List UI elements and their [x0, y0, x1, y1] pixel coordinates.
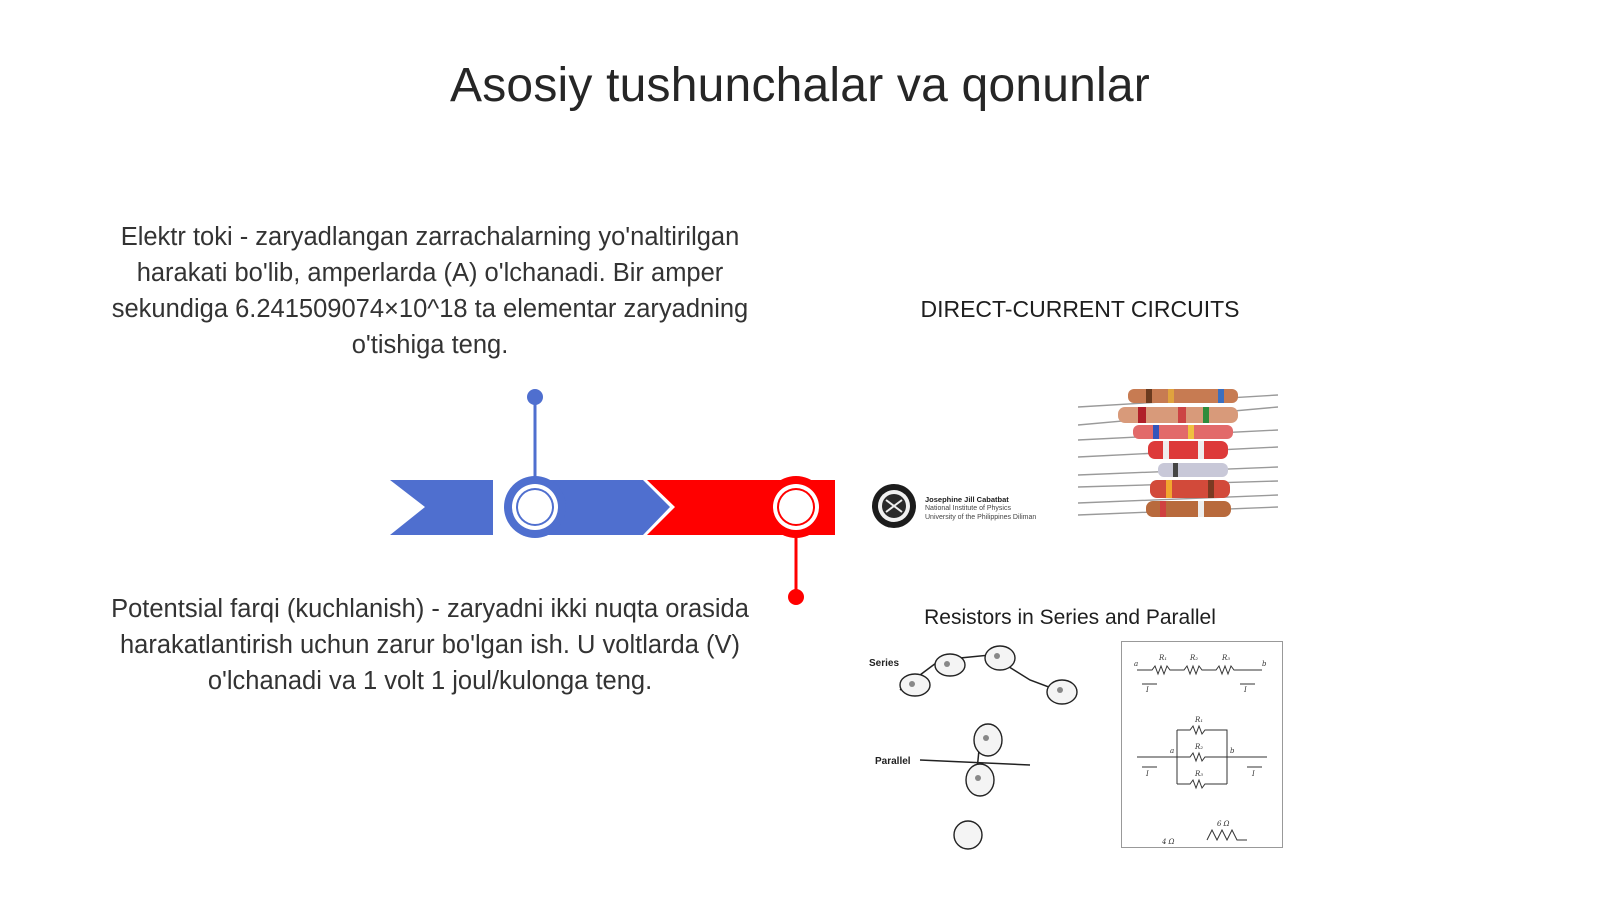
resistors-photo	[1078, 385, 1278, 570]
author-institute: National Institute of Physics	[925, 505, 1011, 512]
series-current-left: I	[1145, 686, 1149, 694]
university-seal-icon	[872, 484, 916, 528]
parallel-current-left: I	[1145, 770, 1149, 778]
series-label: Series	[869, 658, 900, 669]
series-r2-label: R₂	[1189, 654, 1198, 662]
timeline-graphic	[390, 389, 835, 605]
timeline-red-pin	[788, 589, 804, 605]
series-current-right: I	[1243, 686, 1247, 694]
parallel-r3-label: R₃	[1194, 770, 1203, 778]
ohm-6-label: 6 Ω	[1217, 820, 1230, 828]
circuit-diagram: R₁ R₂ R₃ I I a b R₁ R₂ R₃ a b I I 6 Ω 4 …	[1121, 641, 1283, 848]
series-r3-label: R₃	[1221, 654, 1230, 662]
parallel-r2-label: R₂	[1194, 743, 1203, 751]
paragraph-voltage: Potentsial farqi (kuchlanish) - zaryadni…	[111, 595, 749, 695]
parallel-b-label: b	[1230, 747, 1235, 755]
parallel-label: Parallel	[875, 756, 911, 767]
author-block: Josephine Jill Cabatbat National Institu…	[925, 495, 1036, 522]
rs-image-title: Resistors in Series and Parallel	[924, 606, 1216, 629]
parallel-current-right: I	[1251, 770, 1255, 778]
series-a-label: a	[1134, 660, 1138, 668]
parallel-a-label: a	[1170, 747, 1174, 755]
timeline-blue-pin	[527, 389, 543, 405]
timeline-blue-segment	[390, 480, 493, 535]
ohm-4-label: 4 Ω	[1161, 838, 1175, 846]
series-r1-label: R₁	[1158, 654, 1167, 662]
author-university: University of the Philippines Diliman	[925, 514, 1037, 521]
series-b-label: b	[1262, 660, 1267, 668]
penguin-illustration	[899, 645, 1078, 850]
timeline-blue-segment-right	[535, 480, 670, 535]
slide-title: Asosiy tushunchalar va qonunlar	[450, 59, 1150, 112]
author-name: Josephine Jill Cabatbat	[925, 495, 1009, 504]
parallel-r1-label: R₁	[1194, 716, 1203, 724]
dc-image-title: DIRECT-CURRENT CIRCUITS	[920, 296, 1240, 322]
paragraph-electric-current: Elektr toki - zaryadlangan zarrachalarni…	[111, 223, 749, 359]
